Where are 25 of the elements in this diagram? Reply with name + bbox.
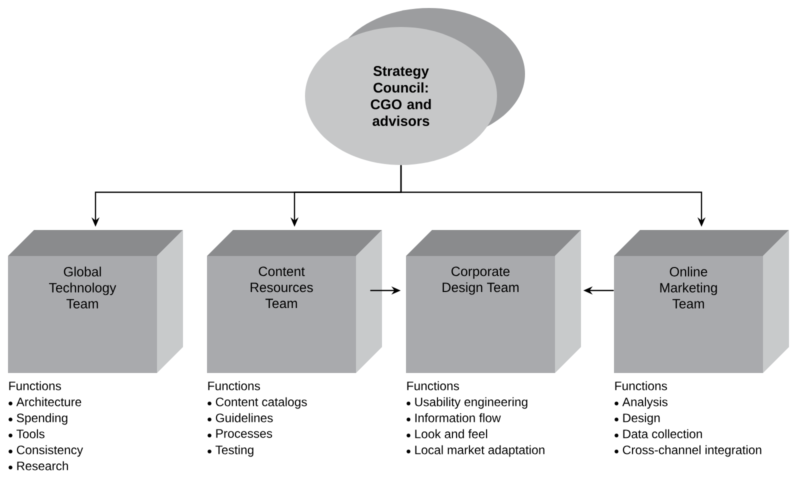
list-item: Analysis (614, 397, 668, 409)
functions-heading: Functions (9, 381, 61, 390)
list-item: Look and feel (406, 429, 488, 438)
team-box: Global Technology Team (8, 230, 183, 373)
list-item: Processes (208, 429, 272, 438)
list-item: Testing (208, 445, 254, 457)
list-item: Information flow (406, 413, 501, 422)
list-item: Data collection (614, 429, 702, 438)
functions-heading: Functions (407, 381, 459, 390)
team-box: Online Marketing Team (614, 230, 789, 373)
list-item: Content catalogs (208, 397, 307, 409)
list-item: Usability engineering (406, 397, 528, 409)
list-item: Cross-channel integration (614, 445, 762, 457)
list-item: Consistency (8, 445, 84, 457)
list-item: Guidelines (208, 413, 273, 422)
list-item: Tools (8, 429, 44, 438)
list-item: Spending (8, 413, 68, 425)
functions-heading: Functions (208, 381, 260, 390)
team-box: Content Resources Team (207, 230, 382, 373)
list-item: Architecture (8, 397, 82, 406)
functions-heading: Functions (615, 381, 667, 390)
list-item: Design (614, 413, 660, 425)
list-item: Local market adaptation (406, 445, 544, 457)
list-item: Research (8, 461, 68, 470)
team-box: Corporate Design Team (406, 230, 581, 373)
